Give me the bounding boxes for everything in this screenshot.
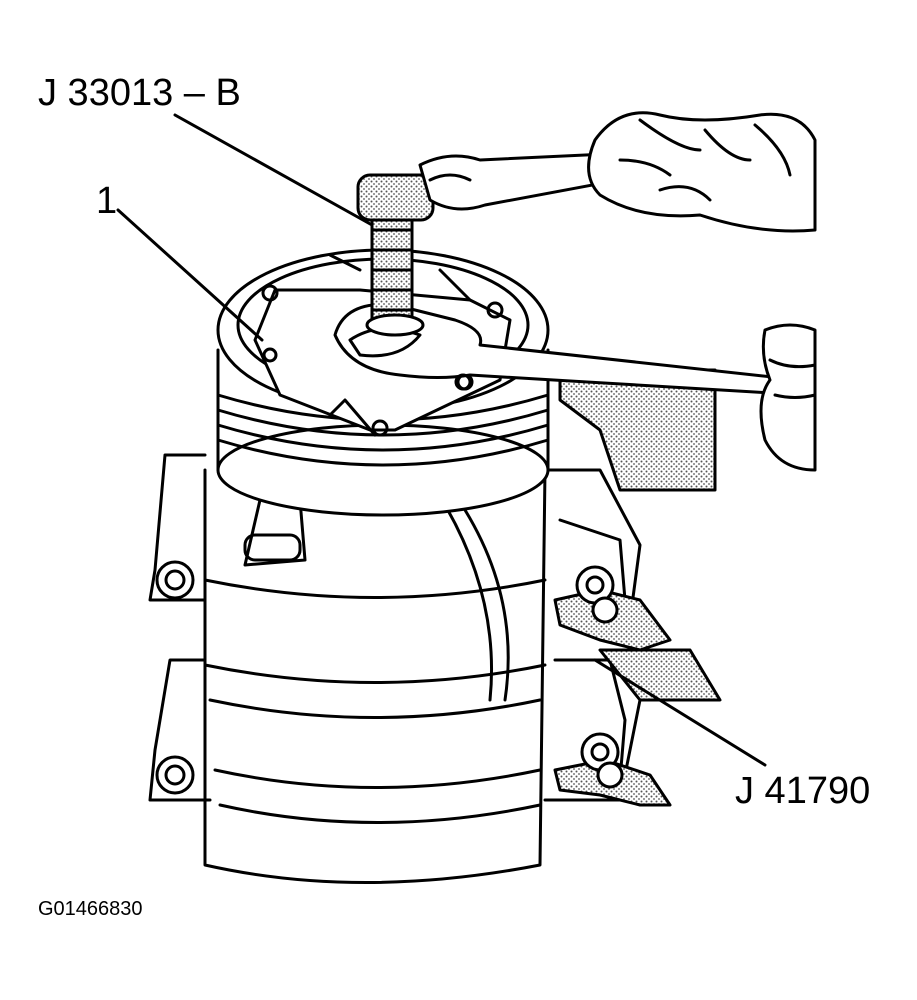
- label-tool-top: J 33013 – B: [38, 72, 241, 114]
- compressor-body: [203, 468, 547, 884]
- upper-hand: [587, 111, 817, 233]
- lower-hand: [759, 323, 817, 472]
- figure-code: G01466830: [38, 898, 143, 920]
- left-mounting-bracket-upper: [148, 453, 207, 602]
- label-part-number: 1: [96, 180, 118, 222]
- leader-line-tool-top: [173, 113, 374, 227]
- fixture-arm-upper: [553, 565, 722, 702]
- leader-line-part-1: [116, 208, 264, 342]
- left-mounting-bracket-lower: [148, 658, 212, 802]
- tool-shaft: [356, 173, 435, 337]
- fixture-arm-lower: [553, 732, 672, 807]
- label-tool-bottom: J 41790: [735, 770, 871, 812]
- leader-line-tool-bottom: [593, 658, 767, 767]
